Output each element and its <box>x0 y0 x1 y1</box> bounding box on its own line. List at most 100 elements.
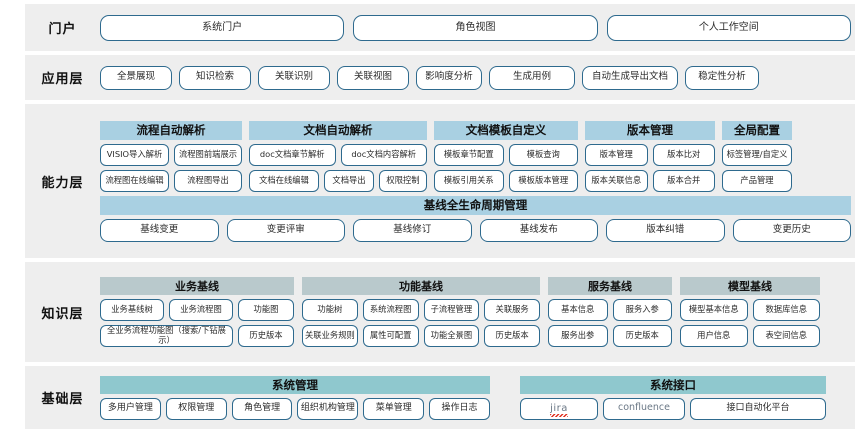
layer-label-portal: 门户 <box>48 22 77 37</box>
kn-item-system-flowchart[interactable]: 系统流程图 <box>362 299 419 321</box>
kn-item-history-version-function[interactable]: 历史版本 <box>484 325 540 347</box>
group-title-version: 版本管理 <box>585 120 715 140</box>
group-row: 基本信息 服务入参 <box>548 299 672 321</box>
cap-item-template-version[interactable]: 模板版本管理 <box>508 169 578 192</box>
cap-item-doc-content-parse[interactable]: doc文档内容解析 <box>340 143 427 166</box>
fd-item-multi-user-manage[interactable]: 多用户管理 <box>100 397 161 420</box>
portal-item-row: 系统门户 角色视图 个人工作空间 <box>100 14 851 41</box>
app-item-0[interactable]: 全景展现 <box>100 65 172 90</box>
kn-item-model-basic-info[interactable]: 模型基本信息 <box>680 299 748 321</box>
fd-item-jira[interactable]: jira <box>520 397 598 420</box>
kn-item-full-business-flow[interactable]: 全业务流程功能图（搜索/下钻展示） <box>100 325 233 347</box>
kn-item-business-flowchart[interactable]: 业务流程图 <box>169 299 233 321</box>
kn-item-service-input-param[interactable]: 服务入参 <box>612 299 672 321</box>
app-item-5[interactable]: 生成用例 <box>489 65 575 90</box>
layer-band-application: 应用层 全景展现 知识检索 关联识别 关联视图 影响度分析 生成用例 自动生成导… <box>25 55 855 100</box>
baseline-item-2[interactable]: 基线修订 <box>353 218 472 242</box>
app-item-1[interactable]: 知识检索 <box>179 65 251 90</box>
cap-item-doc-chapter-parse[interactable]: doc文档章节解析 <box>249 143 336 166</box>
cap-item-template-chapter-config[interactable]: 模板章节配置 <box>434 143 504 166</box>
group-row: 模板章节配置 模板查询 <box>434 143 578 166</box>
group-row: 全业务流程功能图（搜索/下钻展示） 历史版本 <box>100 325 294 347</box>
app-item-4[interactable]: 影响度分析 <box>416 65 482 90</box>
capability-group-global-config: 全局配置 标签管理/自定义 产品管理 <box>722 120 792 192</box>
fd-item-menu-manage[interactable]: 菜单管理 <box>363 397 425 420</box>
kn-item-history-version-service[interactable]: 历史版本 <box>612 325 672 347</box>
fd-item-confluence[interactable]: confluence <box>603 397 685 420</box>
baseline-item-4[interactable]: 版本纠错 <box>606 218 725 242</box>
baseline-item-1[interactable]: 变更评审 <box>226 218 345 242</box>
fd-item-role-manage[interactable]: 角色管理 <box>231 397 293 420</box>
baseline-item-0[interactable]: 基线变更 <box>100 218 219 242</box>
app-item-3[interactable]: 关联视图 <box>337 65 409 90</box>
group-row: 多用户管理 权限管理 角色管理 组织机构管理 菜单管理 操作日志 <box>100 397 490 420</box>
baseline-lifecycle-title: 基线全生命周期管理 <box>100 195 851 215</box>
cap-item-version-merge[interactable]: 版本合并 <box>652 169 715 192</box>
group-row: 业务基线树 业务流程图 功能图 <box>100 299 294 321</box>
cap-item-flow-online-edit[interactable]: 流程图在线编辑 <box>100 169 169 192</box>
layer-band-knowledge: 知识层 业务基线 业务基线树 业务流程图 功能图 全业务流程功能图（搜索/下钻展… <box>25 262 855 362</box>
group-title-document: 文档自动解析 <box>249 120 427 140</box>
spellcheck-underline-icon <box>550 414 568 418</box>
cap-item-visio-import[interactable]: VISIO导入解析 <box>100 143 169 166</box>
jira-logo-text: jira <box>550 403 568 418</box>
capability-group-template: 文档模板自定义 模板章节配置 模板查询 模板引用关系 模板版本管理 <box>434 120 578 192</box>
kn-item-related-business-rule[interactable]: 关联业务规则 <box>302 325 358 347</box>
group-row: 功能树 系统流程图 子流程管理 关联服务 <box>302 299 540 321</box>
kn-item-attribute-configurable[interactable]: 属性可配置 <box>362 325 419 347</box>
layer-label-foundation: 基础层 <box>41 392 84 407</box>
kn-item-database-info[interactable]: 数据库信息 <box>752 299 820 321</box>
baseline-item-5[interactable]: 变更历史 <box>732 218 851 242</box>
kn-item-business-tree[interactable]: 业务基线树 <box>100 299 164 321</box>
group-title-template: 文档模板自定义 <box>434 120 578 140</box>
cap-item-doc-export[interactable]: 文档导出 <box>324 169 374 192</box>
kn-item-function-diagram[interactable]: 功能图 <box>238 299 294 321</box>
cap-item-version-compare[interactable]: 版本比对 <box>652 143 715 166</box>
fd-item-operation-log[interactable]: 操作日志 <box>429 397 490 420</box>
kn-item-function-panorama[interactable]: 功能全景图 <box>423 325 480 347</box>
cap-item-flow-export[interactable]: 流程图导出 <box>174 169 242 192</box>
group-title-process: 流程自动解析 <box>100 120 242 140</box>
group-row: jira confluence 接口自动化平台 <box>520 397 826 420</box>
knowledge-group-model: 模型基线 模型基本信息 数据库信息 用户信息 表空间信息 <box>680 277 820 347</box>
kn-item-history-version-business[interactable]: 历史版本 <box>238 325 294 347</box>
knowledge-group-function: 功能基线 功能树 系统流程图 子流程管理 关联服务 关联业务规则 属性可配置 功… <box>302 277 540 347</box>
fd-item-api-automation-platform[interactable]: 接口自动化平台 <box>690 397 826 420</box>
kn-item-subprocess-manage[interactable]: 子流程管理 <box>423 299 480 321</box>
group-row: doc文档章节解析 doc文档内容解析 <box>249 143 427 166</box>
capability-group-process: 流程自动解析 VISIO导入解析 流程图前端展示 流程图在线编辑 流程图导出 <box>100 120 242 192</box>
cap-item-template-query[interactable]: 模板查询 <box>508 143 578 166</box>
app-item-7[interactable]: 稳定性分析 <box>685 65 759 90</box>
layer-band-capability: 能力层 流程自动解析 VISIO导入解析 流程图前端展示 流程图在线编辑 流程图… <box>25 104 855 258</box>
cap-item-flow-frontend[interactable]: 流程图前端展示 <box>174 143 242 166</box>
kn-item-service-basic-info[interactable]: 基本信息 <box>548 299 608 321</box>
cap-item-product-manage[interactable]: 产品管理 <box>722 169 792 192</box>
cap-item-permission-control[interactable]: 权限控制 <box>379 169 427 192</box>
layer-body-capability: 流程自动解析 VISIO导入解析 流程图前端展示 流程图在线编辑 流程图导出 文… <box>100 104 855 258</box>
fd-item-permission-manage[interactable]: 权限管理 <box>165 397 227 420</box>
kn-item-function-tree[interactable]: 功能树 <box>302 299 358 321</box>
cap-item-version-relation[interactable]: 版本关联信息 <box>585 169 648 192</box>
kn-item-service-output-param[interactable]: 服务出参 <box>548 325 608 347</box>
cap-item-template-reference[interactable]: 模板引用关系 <box>434 169 504 192</box>
app-item-2[interactable]: 关联识别 <box>258 65 330 90</box>
cap-item-tag-manage[interactable]: 标签管理/自定义 <box>722 143 792 166</box>
cap-item-doc-online-edit[interactable]: 文档在线编辑 <box>249 169 319 192</box>
layer-label-capability: 能力层 <box>41 175 84 191</box>
layer-body-foundation: 系统管理 多用户管理 权限管理 角色管理 组织机构管理 菜单管理 操作日志 系统… <box>100 366 855 429</box>
knowledge-groups: 业务基线 业务基线树 业务流程图 功能图 全业务流程功能图（搜索/下钻展示） 历… <box>100 277 851 347</box>
group-title-system-manage: 系统管理 <box>100 375 490 394</box>
kn-item-user-info[interactable]: 用户信息 <box>680 325 748 347</box>
portal-item-0[interactable]: 系统门户 <box>100 14 345 41</box>
fd-item-org-manage[interactable]: 组织机构管理 <box>297 397 359 420</box>
kn-item-tablespace-info[interactable]: 表空间信息 <box>752 325 820 347</box>
foundation-group-system-interface: 系统接口 jira confluence 接口自动化平台 <box>520 375 826 420</box>
portal-item-1[interactable]: 角色视图 <box>353 14 598 41</box>
portal-item-2[interactable]: 个人工作空间 <box>606 14 851 41</box>
foundation-group-system-manage: 系统管理 多用户管理 权限管理 角色管理 组织机构管理 菜单管理 操作日志 <box>100 375 490 420</box>
cap-item-version-manage[interactable]: 版本管理 <box>585 143 648 166</box>
app-item-6[interactable]: 自动生成导出文档 <box>582 65 678 90</box>
baseline-item-3[interactable]: 基线发布 <box>479 218 598 242</box>
kn-item-related-service[interactable]: 关联服务 <box>484 299 540 321</box>
